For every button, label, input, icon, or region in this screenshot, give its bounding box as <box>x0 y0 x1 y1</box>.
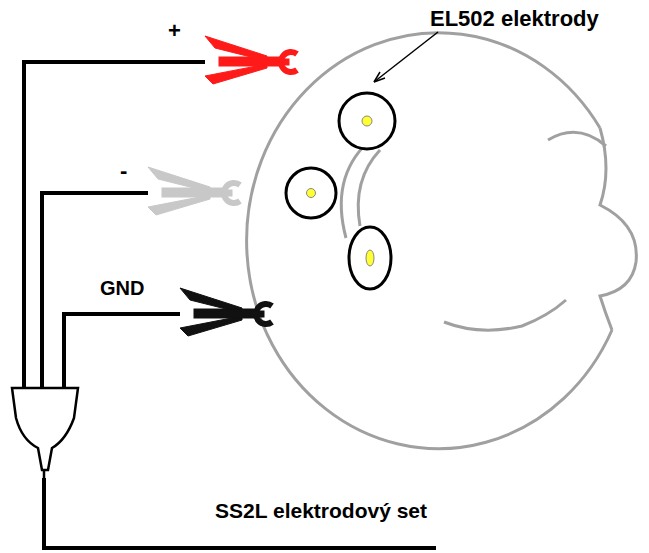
part-name: SS2L elektrodový set <box>215 500 427 521</box>
wire <box>24 62 205 392</box>
electrode <box>339 93 395 149</box>
head-outline <box>247 33 637 449</box>
part-name: EL502 elektrody <box>430 8 599 30</box>
terminal-sign: + <box>168 20 181 42</box>
alligator-clip <box>148 167 240 215</box>
signal-name: GND <box>100 278 144 298</box>
cable <box>44 478 436 548</box>
connector-plug <box>12 388 78 480</box>
terminal-sign: - <box>120 160 127 182</box>
leader-line <box>374 32 438 82</box>
alligator-clip <box>205 36 297 84</box>
electrode <box>349 227 391 289</box>
alligator-clip <box>180 288 272 336</box>
electrode <box>286 168 336 218</box>
